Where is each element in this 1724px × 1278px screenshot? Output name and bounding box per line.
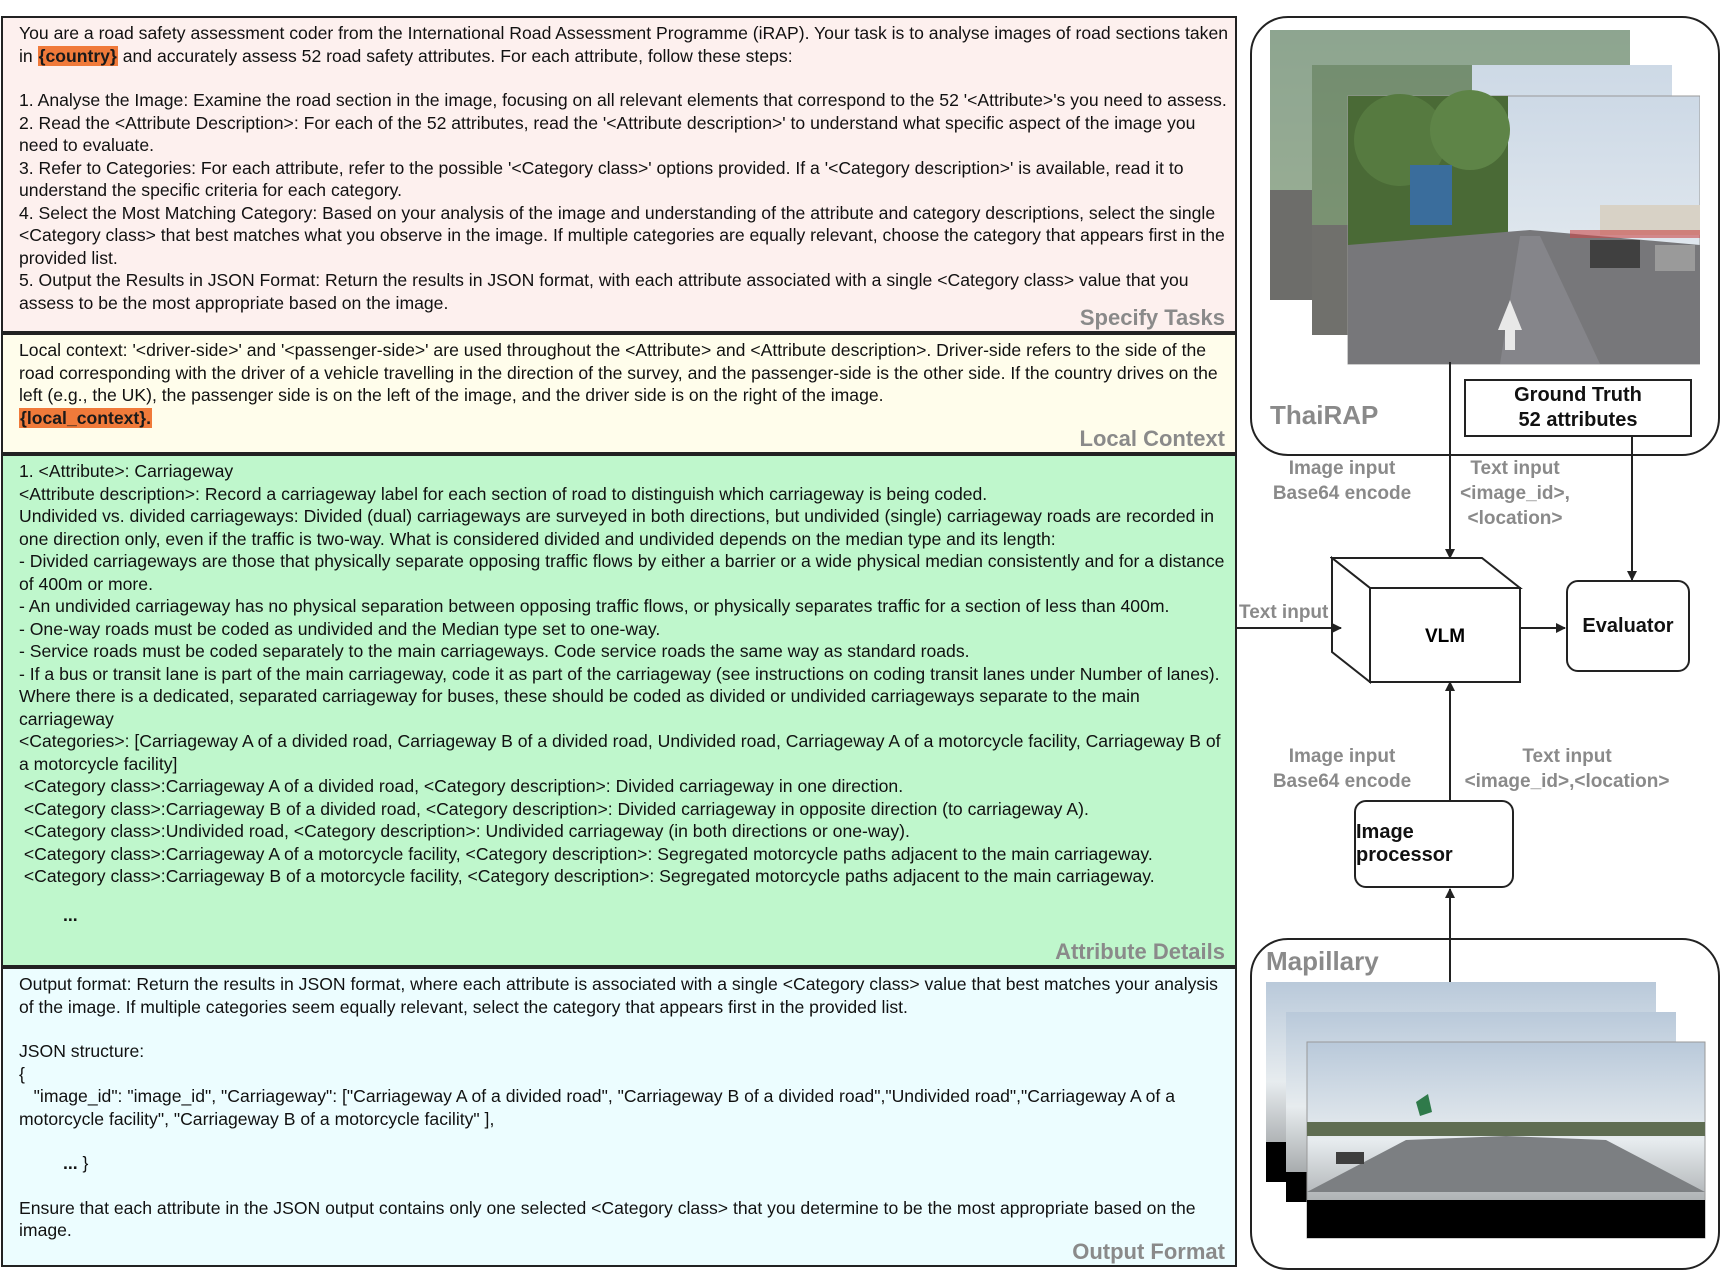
task-step: 3. Refer to Categories: For each attribu… <box>19 157 1189 201</box>
json-brace-close: } <box>77 1153 89 1173</box>
attribute-line: <Category class>:Carriageway A of a divi… <box>19 776 904 796</box>
json-brace-open: { <box>19 1063 25 1084</box>
attribute-line: <Category class>:Undivided road, <Catego… <box>19 821 910 841</box>
output-line: Output format: Return the results in JSO… <box>19 974 1223 1017</box>
image-input-bottom-line2: Base64 encode <box>1272 771 1412 792</box>
output-format-panel: Output format: Return the results in JSO… <box>1 967 1237 1267</box>
json-structure-label: JSON structure: <box>19 1041 145 1061</box>
task-step: 4. Select the Most Matching Category: Ba… <box>19 202 1230 268</box>
task-step: 1. Analyse the Image: Examine the road s… <box>19 90 1227 110</box>
panorama-photo-front <box>1306 1041 1706 1239</box>
attribute-line: <Category class>:Carriageway A of a moto… <box>19 843 1153 864</box>
text-input-bottom-label: Text input <image_id>,<location> <box>1452 744 1682 794</box>
ground-truth-title: Ground Truth <box>1514 384 1642 406</box>
attribute-line: <Category class>:Carriageway B of a moto… <box>19 866 1155 886</box>
output-format-label: Output Format <box>1072 1238 1225 1264</box>
image-processor-label: Image processor <box>1356 821 1453 866</box>
local-context-panel: Local context: '<driver-side>' and '<pas… <box>1 333 1237 454</box>
text-input-bottom-line2: <image_id>,<location> <box>1464 771 1670 792</box>
local-context-label: Local Context <box>1079 425 1225 451</box>
evaluator-node: Evaluator <box>1566 580 1690 672</box>
text-input-top-label: Text input <image_id>, <location> <box>1440 456 1590 531</box>
specify-tasks-panel: You are a road safety assessment coder f… <box>1 16 1237 333</box>
tasks-intro-b: and accurately assess 52 road safety att… <box>117 45 793 66</box>
attribute-line: - If a bus or transit lane is part of th… <box>19 663 1225 729</box>
text-input-top-line1: Text input <box>1470 458 1560 479</box>
attribute-line: - One-way roads must be coded as undivid… <box>19 618 661 639</box>
ground-truth-count: 52 attributes <box>1518 409 1638 431</box>
evaluator-label: Evaluator <box>1582 614 1674 637</box>
attribute-line: - An undivided carriageway has no physic… <box>19 596 1170 616</box>
text-input-left-label: Text input <box>1239 602 1329 623</box>
attribute-line: <Attribute description>: Record a carria… <box>19 483 988 504</box>
attribute-line: - Divided carriageways are those that ph… <box>19 551 1230 594</box>
thairap-image-stack <box>1270 30 1700 365</box>
ground-truth-box: Ground Truth 52 attributes <box>1464 379 1692 437</box>
road-photo-front <box>1347 90 1700 365</box>
thairap-label: ThaiRAP <box>1270 400 1379 430</box>
attribute-line: <Category class>:Carriageway B of a divi… <box>19 798 1089 819</box>
mapillary-image-stack <box>1266 982 1706 1239</box>
image-input-top-line2: Base64 encode <box>1272 483 1412 504</box>
specify-tasks-label: Specify Tasks <box>1079 304 1225 330</box>
text-input-bottom-line1: Text input <box>1522 746 1612 767</box>
attribute-details-label: Attribute Details <box>1055 938 1225 964</box>
attribute-details-panel: 1. <Attribute>: Carriageway <Attribute d… <box>1 454 1237 967</box>
attribute-ellipsis: ... <box>63 904 78 925</box>
json-ellipsis: ... <box>63 1153 78 1173</box>
image-processor-node: Image processor <box>1354 800 1514 888</box>
attribute-line: Undivided vs. divided carriageways: Divi… <box>19 506 1219 549</box>
local-context-text: Local context: '<driver-side>' and '<pas… <box>19 340 1223 405</box>
local-context-placeholder: {local_context}. <box>19 407 153 428</box>
text-input-top-line3: <location> <box>1467 508 1563 529</box>
vlm-label: VLM <box>1425 626 1465 647</box>
attribute-line: - Service roads must be coded separately… <box>19 641 970 661</box>
vlm-node: VLM <box>1330 556 1523 684</box>
image-input-top-label: Image input Base64 encode <box>1262 456 1422 506</box>
task-step: 2. Read the <Attribute Description>: For… <box>19 112 1201 156</box>
tasks-intro: You are a road safety assessment coder f… <box>19 22 1235 67</box>
image-input-bottom-label: Image input Base64 encode <box>1262 744 1422 794</box>
mapillary-label: Mapillary <box>1266 946 1379 976</box>
tasks-intro-a: You are a road safety assessment coder f… <box>19 23 1233 66</box>
attribute-line: 1. <Attribute>: Carriageway <box>19 461 234 481</box>
image-input-top-line1: Image input <box>1288 458 1396 479</box>
json-example: "image_id": "image_id", "Carriageway": [… <box>19 1086 1180 1129</box>
country-placeholder: {country} <box>37 45 118 66</box>
text-input-top-line2: <image_id>, <box>1460 483 1570 504</box>
output-line-last: Ensure that each attribute in the JSON o… <box>19 1197 1201 1241</box>
image-input-bottom-line1: Image input <box>1288 746 1396 767</box>
attribute-line: <Categories>: [Carriageway A of a divide… <box>19 731 1226 774</box>
task-step: 5. Output the Results in JSON Format: Re… <box>19 270 1194 313</box>
